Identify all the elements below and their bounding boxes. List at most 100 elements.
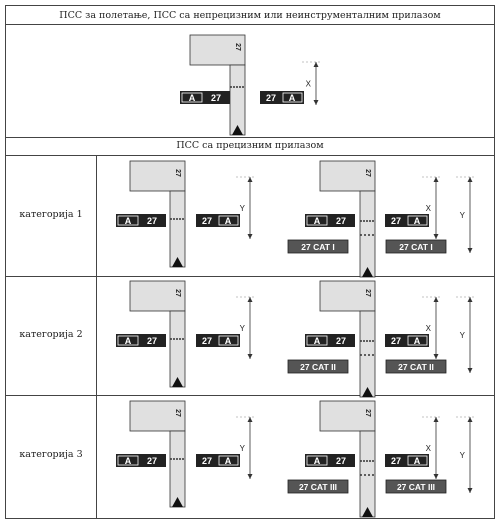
aircraft-marker	[362, 387, 373, 397]
dimension-arrow	[313, 62, 319, 67]
sign-letter: A	[125, 336, 132, 346]
dimension-y-label: Y	[460, 211, 466, 220]
cat-sign-label: 27 CAT II	[398, 362, 434, 372]
sign-cell	[117, 455, 139, 466]
sign-number: 27	[336, 216, 346, 226]
dimension-y-label: Y	[460, 331, 466, 340]
cat-sign-label: 27 CAT I	[399, 242, 432, 252]
sign-letter: A	[225, 456, 232, 466]
dimension-arrow	[467, 248, 473, 253]
header-precision: ПСС са прецизним прилазом	[176, 140, 324, 151]
sign-number: 27	[202, 216, 212, 226]
runway-designator: 27	[364, 169, 371, 177]
sign-letter: A	[125, 456, 132, 466]
taxiway-strip	[169, 430, 186, 508]
dimension-arrow	[433, 177, 439, 182]
sign-letter: A	[225, 216, 232, 226]
header-top: ПСС за полетање, ПСС са непрецизним или …	[59, 10, 441, 21]
sign-letter: A	[314, 216, 321, 226]
aircraft-marker	[172, 257, 183, 267]
runway-strip	[319, 280, 376, 312]
dimension-x-label: X	[426, 204, 432, 213]
dimension-arrow	[313, 100, 319, 105]
category-label-1: категорија 1	[19, 209, 83, 220]
dimension-arrow	[467, 368, 473, 373]
sign-number: 27	[211, 93, 221, 103]
sign-letter: A	[125, 216, 132, 226]
dimension-arrow	[467, 417, 473, 422]
taxiway-strip	[229, 64, 246, 136]
sign-cell	[306, 335, 328, 346]
cat-sign	[287, 359, 349, 374]
taxiway-strip	[169, 190, 186, 268]
dimension-arrow	[433, 234, 439, 239]
runway-strip	[129, 280, 186, 312]
dimension-y-label: Y	[240, 444, 246, 453]
sign-cell	[181, 92, 203, 103]
runway-strip	[129, 160, 186, 192]
diagram-frame: ПСС за полетање, ПСС са непрецизним или …	[5, 5, 495, 519]
dimension-arrow	[433, 297, 439, 302]
runway-strip	[319, 400, 376, 432]
sign-number: 27	[336, 456, 346, 466]
sign-letter: A	[414, 456, 421, 466]
sign-number: 27	[202, 456, 212, 466]
dimension-arrow	[433, 474, 439, 479]
row-divider	[6, 155, 494, 156]
sign-letter: A	[314, 336, 321, 346]
taxiway-strip	[359, 310, 376, 398]
sign-number: 27	[391, 456, 401, 466]
dimension-arrow	[433, 354, 439, 359]
sign-letter: A	[189, 93, 196, 103]
dimension-arrow	[247, 234, 253, 239]
sign-number: 27	[336, 336, 346, 346]
runway-designator: 27	[364, 409, 371, 417]
dimension-arrow	[247, 354, 253, 359]
sign-number: 27	[202, 336, 212, 346]
runway-designator: 27	[174, 409, 181, 417]
sign-cell	[218, 455, 239, 466]
runway-strip	[319, 160, 376, 192]
dimension-x-label: X	[426, 444, 432, 453]
dimension-y-label: Y	[240, 324, 246, 333]
sign-cell	[117, 335, 139, 346]
sign-letter: A	[414, 336, 421, 346]
sign-cell	[306, 215, 328, 226]
cat-sign	[385, 359, 447, 374]
dimension-arrow	[247, 474, 253, 479]
column-divider	[96, 155, 97, 518]
dimension-x-label: X	[426, 324, 432, 333]
row-divider	[6, 276, 494, 277]
runway-designator: 27	[174, 169, 181, 177]
cat-sign-label: 27 CAT I	[301, 242, 334, 252]
aircraft-marker	[362, 507, 373, 517]
taxiway-strip	[359, 190, 376, 278]
row-divider	[6, 137, 494, 138]
cat-sign	[287, 239, 349, 254]
dimension-y-label: Y	[460, 451, 466, 460]
dimension-arrow	[247, 297, 253, 302]
sign-number: 27	[147, 456, 157, 466]
sign-number: 27	[266, 93, 276, 103]
category-label-3: категорија 3	[19, 449, 83, 460]
sign-cell	[117, 215, 139, 226]
row-divider	[6, 24, 494, 25]
sign-letter: A	[314, 456, 321, 466]
runway-designator: 27	[174, 289, 181, 297]
dimension-arrow	[467, 177, 473, 182]
cat-sign	[287, 479, 349, 494]
sign-number: 27	[147, 216, 157, 226]
category-label-2: категорија 2	[19, 329, 83, 340]
aircraft-marker	[172, 377, 183, 387]
sign-cell	[218, 335, 239, 346]
runway-strip	[189, 34, 246, 66]
dimension-x-label: X	[306, 80, 312, 89]
row-divider	[6, 395, 494, 396]
sign-cell	[306, 455, 328, 466]
aircraft-marker	[172, 497, 183, 507]
aircraft-marker	[362, 267, 373, 277]
cat-sign-label: 27 CAT III	[397, 482, 435, 492]
aircraft-marker	[232, 125, 243, 135]
sign-cell	[282, 92, 303, 103]
